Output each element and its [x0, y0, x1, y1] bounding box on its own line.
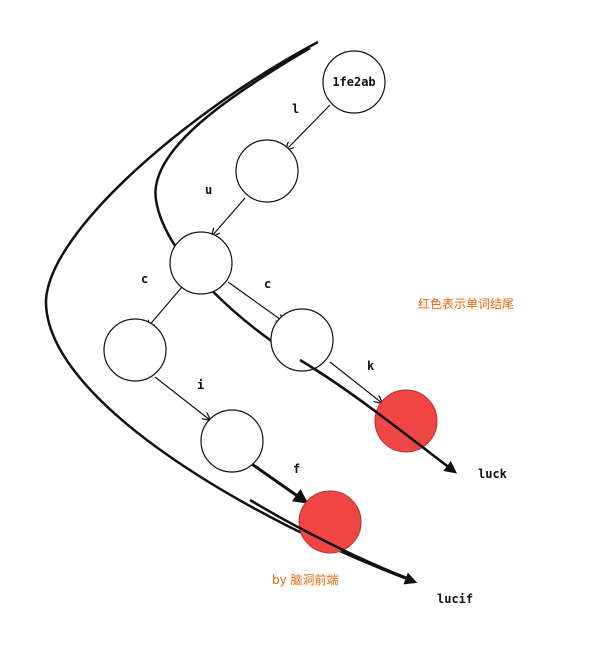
big-curve-overlay: [249, 498, 413, 582]
node-k-end: [374, 389, 438, 453]
node-f-end: [298, 490, 362, 554]
edge-c-to-k: [329, 361, 382, 403]
node-c-right: [270, 308, 334, 372]
edge-label-u: u: [205, 183, 212, 197]
edge-l-to-u: [212, 197, 246, 236]
legend-note: 红色表示单词结尾: [418, 296, 514, 311]
edge-i-to-f: [245, 458, 309, 504]
node-c-left: [103, 318, 167, 382]
edge-label-l: l: [292, 102, 299, 116]
node-l: [235, 139, 299, 203]
node-u: [169, 231, 233, 295]
edge-u-to-c-left: [147, 286, 183, 328]
edge-label-c-left: c: [141, 272, 148, 286]
node-root: [322, 50, 386, 114]
edge-label-k: k: [367, 359, 375, 373]
inner-curve-overlay: [299, 358, 456, 473]
word-lucif: lucif: [437, 592, 473, 606]
credit-text: by 脑洞前端: [272, 572, 339, 587]
edge-label-f: f: [293, 462, 300, 476]
word-luck: luck: [478, 467, 508, 481]
edge-label-i: i: [197, 378, 204, 392]
edge-root-to-l: [286, 104, 331, 150]
edge-label-c-right: c: [264, 277, 271, 291]
node-i: [200, 409, 264, 473]
edge-u-to-c-right: [227, 281, 284, 322]
root-label: 1fe2ab: [332, 75, 375, 89]
edge-c-to-i: [154, 376, 210, 420]
big-curve: [44, 40, 418, 585]
